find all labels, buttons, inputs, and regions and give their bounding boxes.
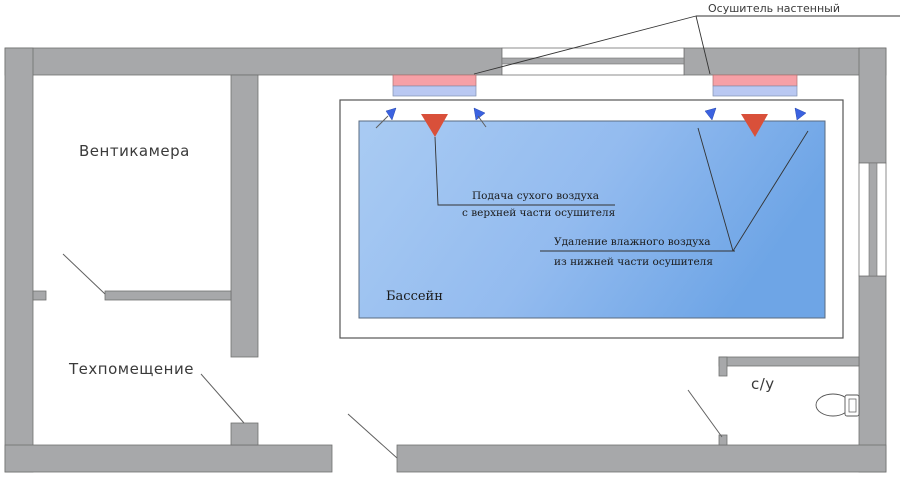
wall-room-divider-stub	[32, 290, 47, 301]
room-label-technical: Техпомещение	[68, 360, 194, 378]
room-label-pool: Бассейн	[386, 289, 443, 304]
pool-water	[358, 120, 826, 319]
door-swing-ventilation	[62, 253, 106, 295]
callout-exhaust-line2: из нижней части осушителя	[554, 256, 713, 268]
wall-room-divider	[104, 290, 232, 301]
window-top	[501, 47, 685, 76]
exhaust-arrow-icon	[473, 107, 486, 121]
wall-wc-bottom-stub	[718, 434, 728, 446]
callout-supply-line1: Подача сухого воздуха	[472, 190, 599, 202]
callout-supply-line2: с верхней части осушителя	[462, 207, 616, 219]
walls	[4, 47, 887, 473]
wall-top-left	[4, 47, 503, 76]
wall-bottom-right	[396, 444, 887, 473]
wall-right-lower	[858, 275, 887, 473]
wall-left	[4, 47, 34, 473]
callout-exhaust-line1: Удаление влажного воздуха	[554, 236, 711, 248]
exhaust-arrow-icon	[704, 107, 717, 121]
exhaust-arrow-icon	[794, 107, 807, 121]
door-swing-technical	[200, 373, 245, 424]
wall-wc-stub	[718, 356, 728, 377]
window-right	[858, 162, 887, 277]
wall-top-right	[683, 47, 887, 76]
room-label-ventilation: Вентикамера	[79, 142, 190, 160]
callout-dehumidifier-label: Осушитель настенный	[708, 2, 840, 15]
wall-bottom-left	[4, 444, 333, 473]
dehumidifier-left	[392, 74, 477, 97]
wall-partition-stub	[230, 422, 259, 446]
door-swing-wc	[687, 389, 723, 438]
wall-partition-center	[230, 74, 259, 358]
toilet-icon	[815, 393, 860, 417]
supply-arrow-icon	[421, 114, 448, 137]
room-label-wc: с/у	[751, 375, 775, 393]
doors	[62, 253, 723, 459]
wall-right-upper	[858, 47, 887, 164]
supply-arrow-icon	[741, 114, 768, 137]
wall-wc-top	[718, 356, 860, 367]
dehumidifier-right	[712, 74, 798, 97]
door-swing-entrance	[347, 413, 398, 459]
exhaust-arrow-icon	[385, 107, 397, 121]
callout-leaders	[434, 15, 900, 252]
